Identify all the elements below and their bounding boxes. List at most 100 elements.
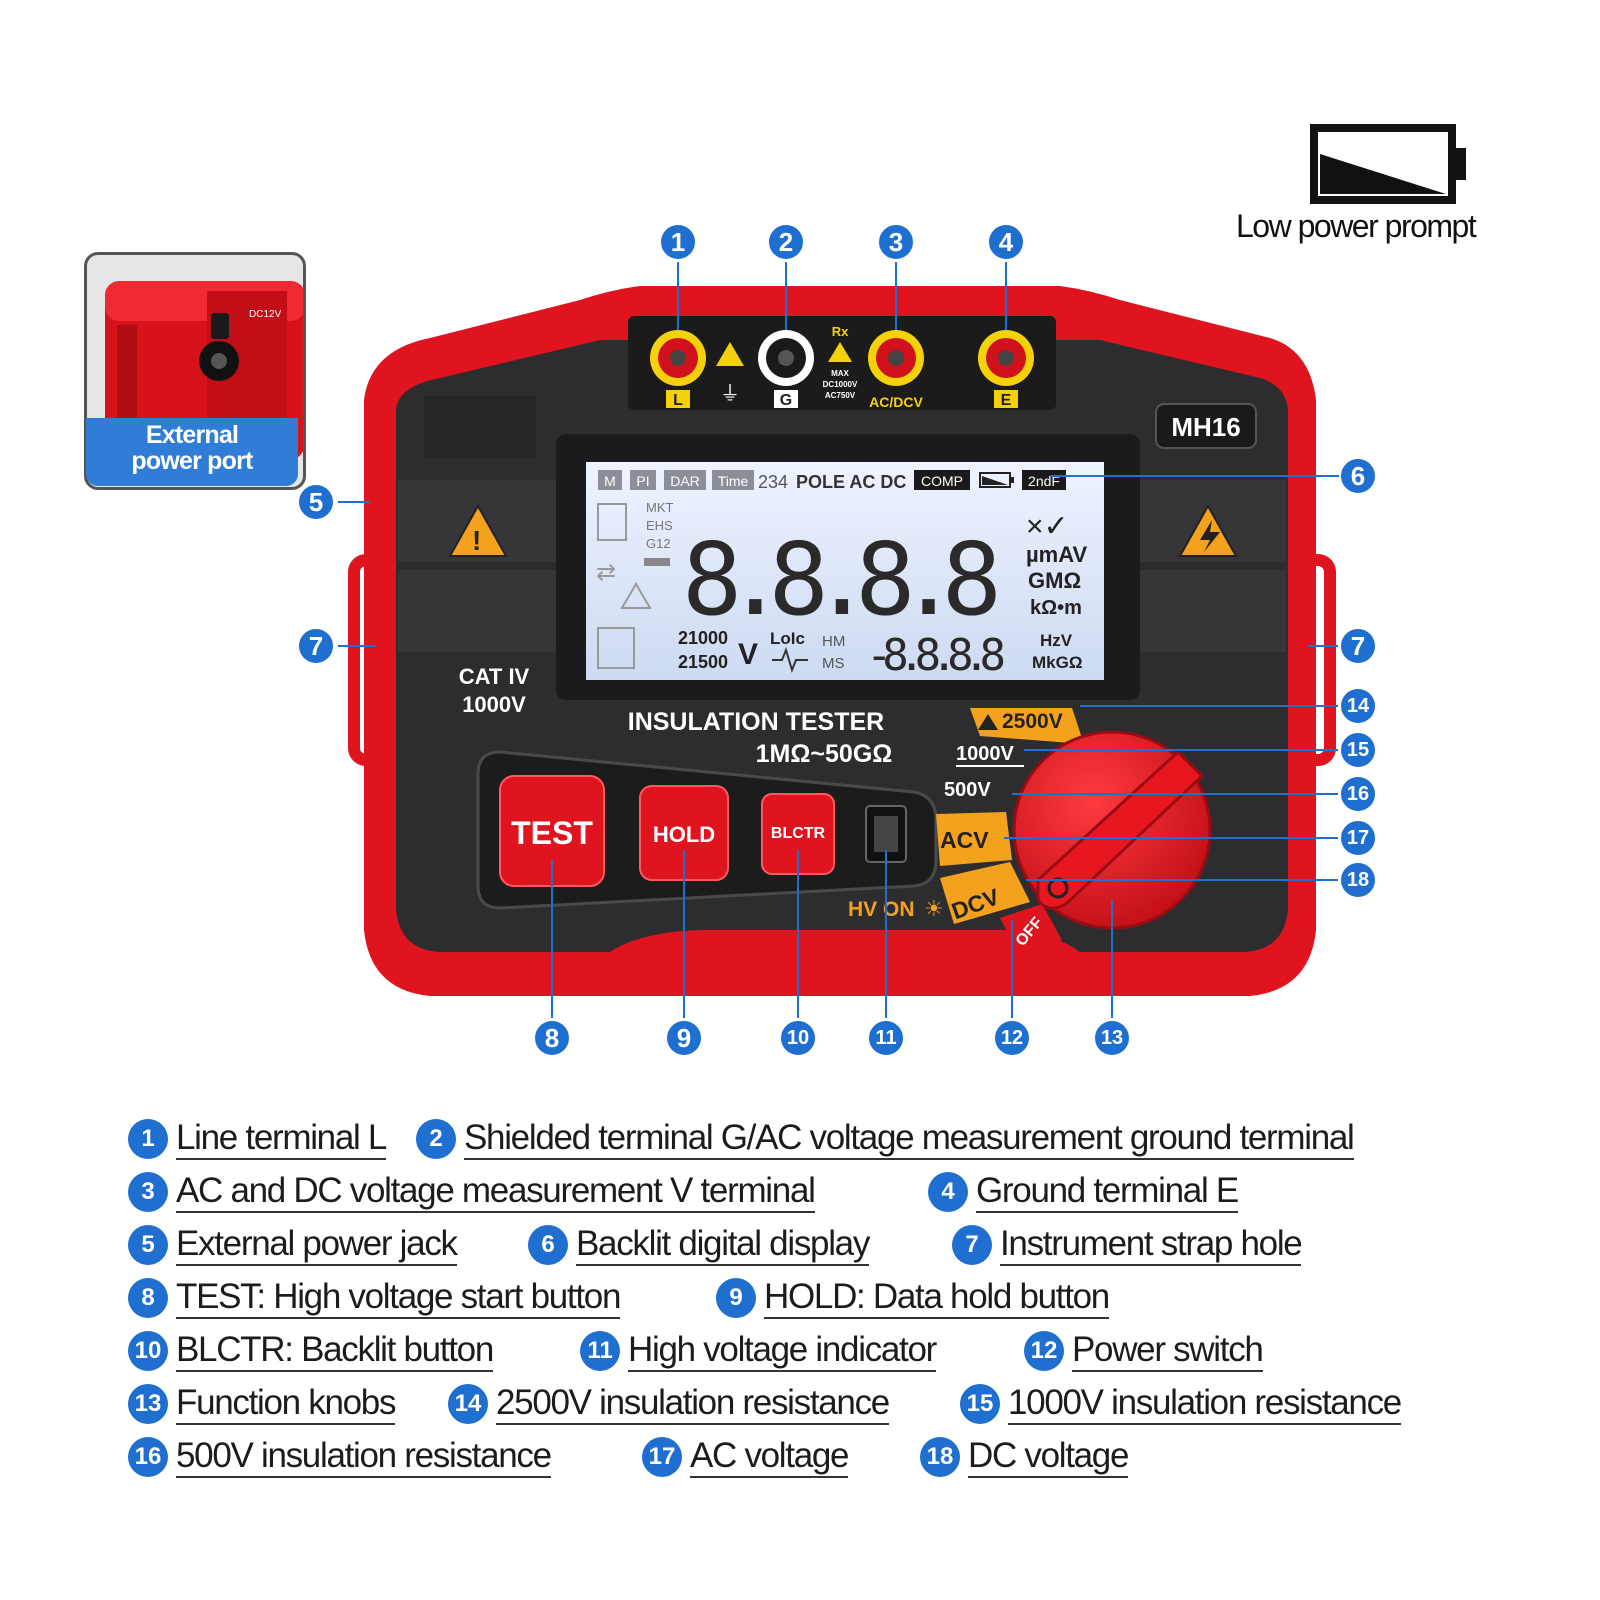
terminal-acdc[interactable]: AC/DCV [868, 330, 924, 410]
callout-17: 17 [1339, 819, 1377, 857]
callout-16: 16 [1339, 775, 1377, 813]
callout-14: 14 [1339, 687, 1377, 725]
callout-11: 11 [867, 1019, 905, 1057]
lcd-umav: µmAV [1026, 542, 1087, 567]
insulation-tester-device: ! L ⏚ G Rx MAX DC1000V AC750V AC/DCV [338, 262, 1340, 1018]
hv-sun-icon: ☀ [924, 896, 944, 921]
callout-10: 10 [779, 1019, 817, 1057]
legend-number-badge: 11 [580, 1331, 620, 1371]
terminal-l[interactable]: L [650, 330, 706, 409]
legend-number-badge: 10 [128, 1331, 168, 1371]
lcd-cross-check: ×✓ [1026, 510, 1069, 543]
legend-text: AC and DC voltage measurement V terminal [176, 1171, 816, 1213]
callout-7: 7 [1339, 627, 1377, 665]
callout-leader-lines [338, 262, 1340, 1018]
lcd-tag-m: M [604, 473, 616, 489]
legend-text: BLCTR: Backlit button [176, 1330, 494, 1372]
legend-text: 500V insulation resistance [176, 1436, 552, 1478]
lcd-r-icon [597, 503, 627, 541]
legend-number-badge: 1 [128, 1119, 168, 1159]
inset-label-line2: power port [131, 447, 253, 475]
legend-number-badge: 16 [128, 1437, 168, 1477]
lcd-battery-icon [982, 476, 1008, 485]
legend-text: Ground terminal E [976, 1171, 1239, 1213]
legend-number-badge: 13 [128, 1384, 168, 1424]
rx-label: Rx [832, 324, 849, 339]
lcd-21500: 21500 [678, 652, 728, 672]
lcd-v-unit: V [738, 638, 758, 671]
test-button[interactable]: TEST [499, 775, 605, 887]
lcd-ehs: EHS [646, 518, 673, 533]
hold-button-label: HOLD [653, 822, 715, 847]
lcd-pole-acdc: POLE AC DC [796, 472, 906, 492]
lcd-21000: 21000 [678, 628, 728, 648]
dial-2500v-band: 2500V [970, 708, 1084, 744]
legend-number-badge: 7 [952, 1225, 992, 1265]
lcd-comp: COMP [921, 473, 963, 489]
legend-text: Function knobs [176, 1383, 396, 1425]
legend-text: AC voltage [690, 1436, 850, 1478]
legend-number-badge: 3 [128, 1172, 168, 1212]
callout-5: 5 [297, 483, 335, 521]
terminal-l-label: L [673, 392, 683, 409]
terminal-acdc-label: AC/DCV [869, 394, 923, 410]
callout-7: 7 [297, 627, 335, 665]
legend-text: Power switch [1072, 1330, 1264, 1372]
terminal-e[interactable]: E [978, 330, 1034, 409]
hv-on-label: HV ON [848, 898, 915, 921]
function-knob[interactable] [1012, 730, 1212, 930]
terminal-warning-icon [716, 342, 744, 366]
lcd-warning-icon [620, 582, 652, 609]
callout-15: 15 [1339, 731, 1377, 769]
callout-2: 2 [767, 223, 805, 261]
lcd-pulse-icon [772, 646, 808, 674]
max-warning-icon [828, 342, 852, 362]
legend-text: DC voltage [968, 1436, 1129, 1478]
callout-8: 8 [533, 1019, 571, 1057]
dial-2500v-label: 2500V [1002, 710, 1063, 733]
callout-3: 3 [877, 223, 915, 261]
inset-photo: DC12V [105, 281, 303, 461]
legend-number-badge: 5 [128, 1225, 168, 1265]
model-label: MH16 [1171, 412, 1240, 442]
lcd-display [586, 462, 1104, 680]
legend-number-badge: 9 [716, 1278, 756, 1318]
lcd-kohm-m: kΩ•m [1030, 597, 1082, 619]
legend-number-badge: 8 [128, 1278, 168, 1318]
blctr-button-label: BLCTR [771, 825, 826, 842]
legend-text: High voltage indicator [628, 1330, 937, 1372]
terminal-strip [628, 316, 1056, 410]
device-range: 1MΩ~50GΩ [756, 740, 893, 768]
callout-13: 13 [1093, 1019, 1131, 1057]
callout-18: 18 [1339, 861, 1377, 899]
lcd-tag-dar: DAR [670, 473, 700, 489]
legend-number-badge: 18 [920, 1437, 960, 1477]
lcd-hs-icon [597, 627, 635, 669]
legend-text: 1000V insulation resistance [1008, 1383, 1402, 1425]
max-dc-label: DC1000V [823, 380, 858, 389]
terminal-g[interactable]: G [758, 330, 814, 409]
legend-number-badge: 6 [528, 1225, 568, 1265]
hold-button[interactable]: HOLD [639, 785, 729, 881]
cat-rating-line1: CAT IV [459, 664, 530, 689]
lcd-mkgohm: MkGΩ [1032, 653, 1082, 672]
low-power-label: Low power prompt [1236, 208, 1477, 244]
lcd-top-tags: M PI DAR Time 234 POLE AC DC COMP 2ndF [598, 470, 1066, 492]
legend-number-badge: 4 [928, 1172, 968, 1212]
terminal-g-label: G [780, 392, 792, 409]
legend-number-badge: 2 [416, 1119, 456, 1159]
lcd-ms: MS [822, 655, 845, 672]
legend-text: HOLD: Data hold button [764, 1277, 1110, 1319]
